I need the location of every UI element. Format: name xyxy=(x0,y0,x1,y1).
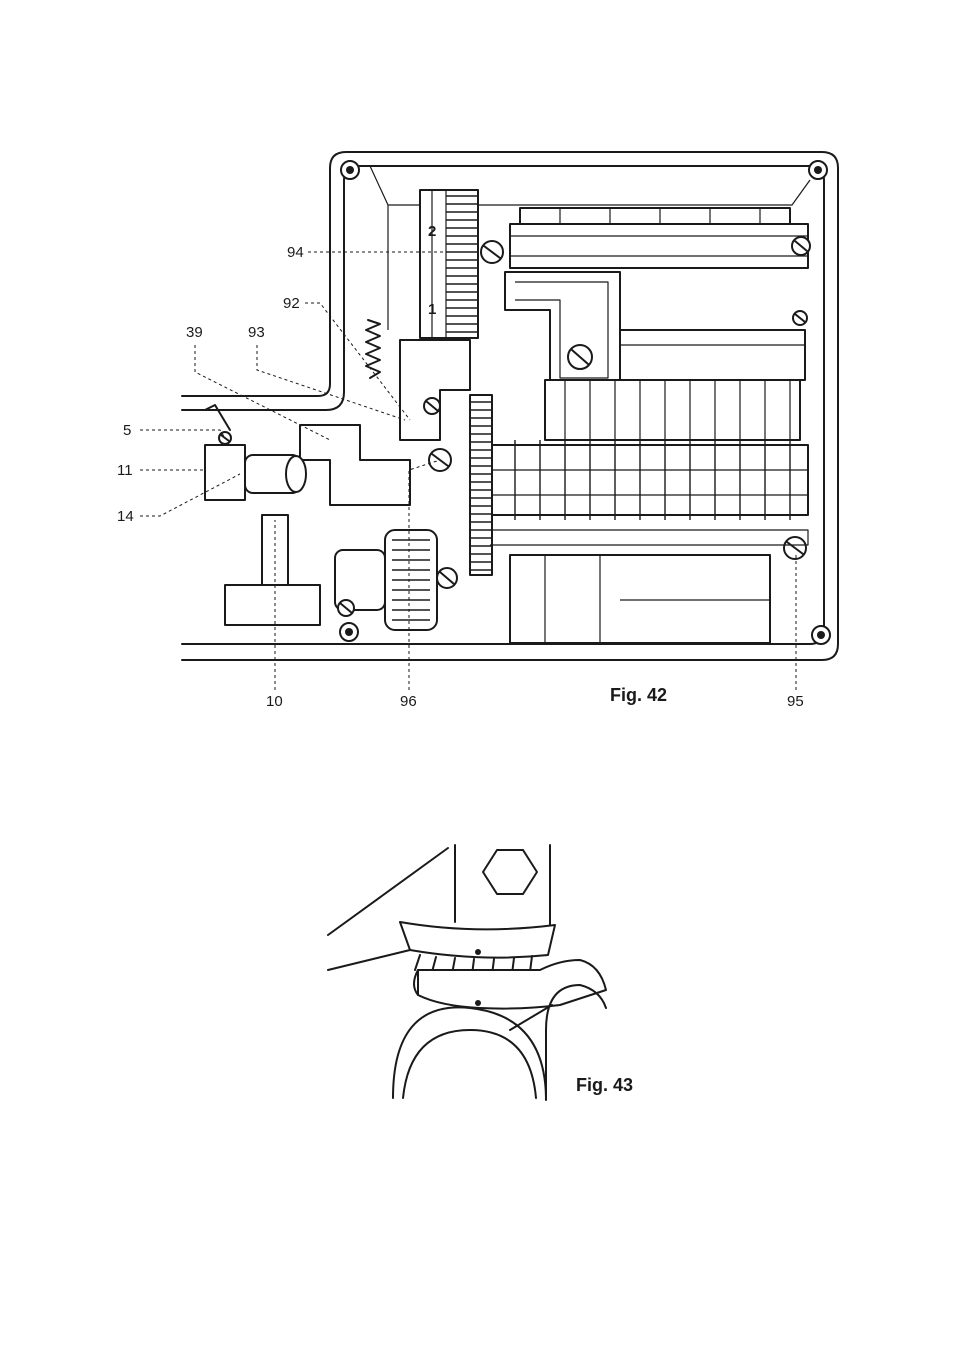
housing-screw-top-left xyxy=(341,161,359,179)
lever-block-92 xyxy=(400,340,470,440)
callout-10: 10 xyxy=(266,693,283,710)
screw-right-mid xyxy=(793,311,807,325)
link-block-39 xyxy=(300,425,410,505)
hub-ring xyxy=(393,1007,546,1098)
arm-block-11 xyxy=(205,445,245,500)
callout-93: 93 xyxy=(248,324,265,341)
callout-11: 11 xyxy=(117,462,133,479)
callout-96: 96 xyxy=(400,693,417,710)
housing-screw-bottom-right xyxy=(812,626,830,644)
bracket-plate xyxy=(505,272,620,388)
screw-right-upper xyxy=(792,237,810,255)
screw-94 xyxy=(481,241,503,263)
hex-nut-icon xyxy=(483,850,537,894)
main-drum xyxy=(490,440,808,520)
lower-gear xyxy=(385,530,437,630)
housing-screw-bottom-left xyxy=(340,623,358,641)
callout-5: 5 xyxy=(123,422,131,439)
fig43-caption: Fig. 43 xyxy=(576,1075,633,1095)
callout-94: 94 xyxy=(287,244,304,261)
tension-spring xyxy=(366,320,380,378)
top-roller xyxy=(510,224,808,268)
drive-gear xyxy=(470,395,492,575)
fig43-drawing: Fig. 43 xyxy=(328,845,633,1100)
fig42-caption: Fig. 42 xyxy=(610,685,667,705)
callout-95: 95 xyxy=(787,693,804,710)
lower-screw xyxy=(437,568,457,588)
housing-screw-top-right xyxy=(809,161,827,179)
callout-39: 39 xyxy=(186,324,203,341)
fig42-drawing: 2 1 xyxy=(117,152,838,710)
bracket-screw xyxy=(568,345,592,369)
callout-92: 92 xyxy=(283,295,300,312)
dial-mark-1: 1 xyxy=(428,301,436,318)
dial-mark-2: 2 xyxy=(428,223,436,240)
setting-dial: 2 1 xyxy=(420,190,478,338)
lower-left-screw xyxy=(338,600,354,616)
screw-95 xyxy=(784,537,806,559)
lever-screw xyxy=(424,398,440,414)
callout-14: 14 xyxy=(117,508,134,525)
screw-5 xyxy=(219,432,231,444)
base-block xyxy=(510,555,770,643)
